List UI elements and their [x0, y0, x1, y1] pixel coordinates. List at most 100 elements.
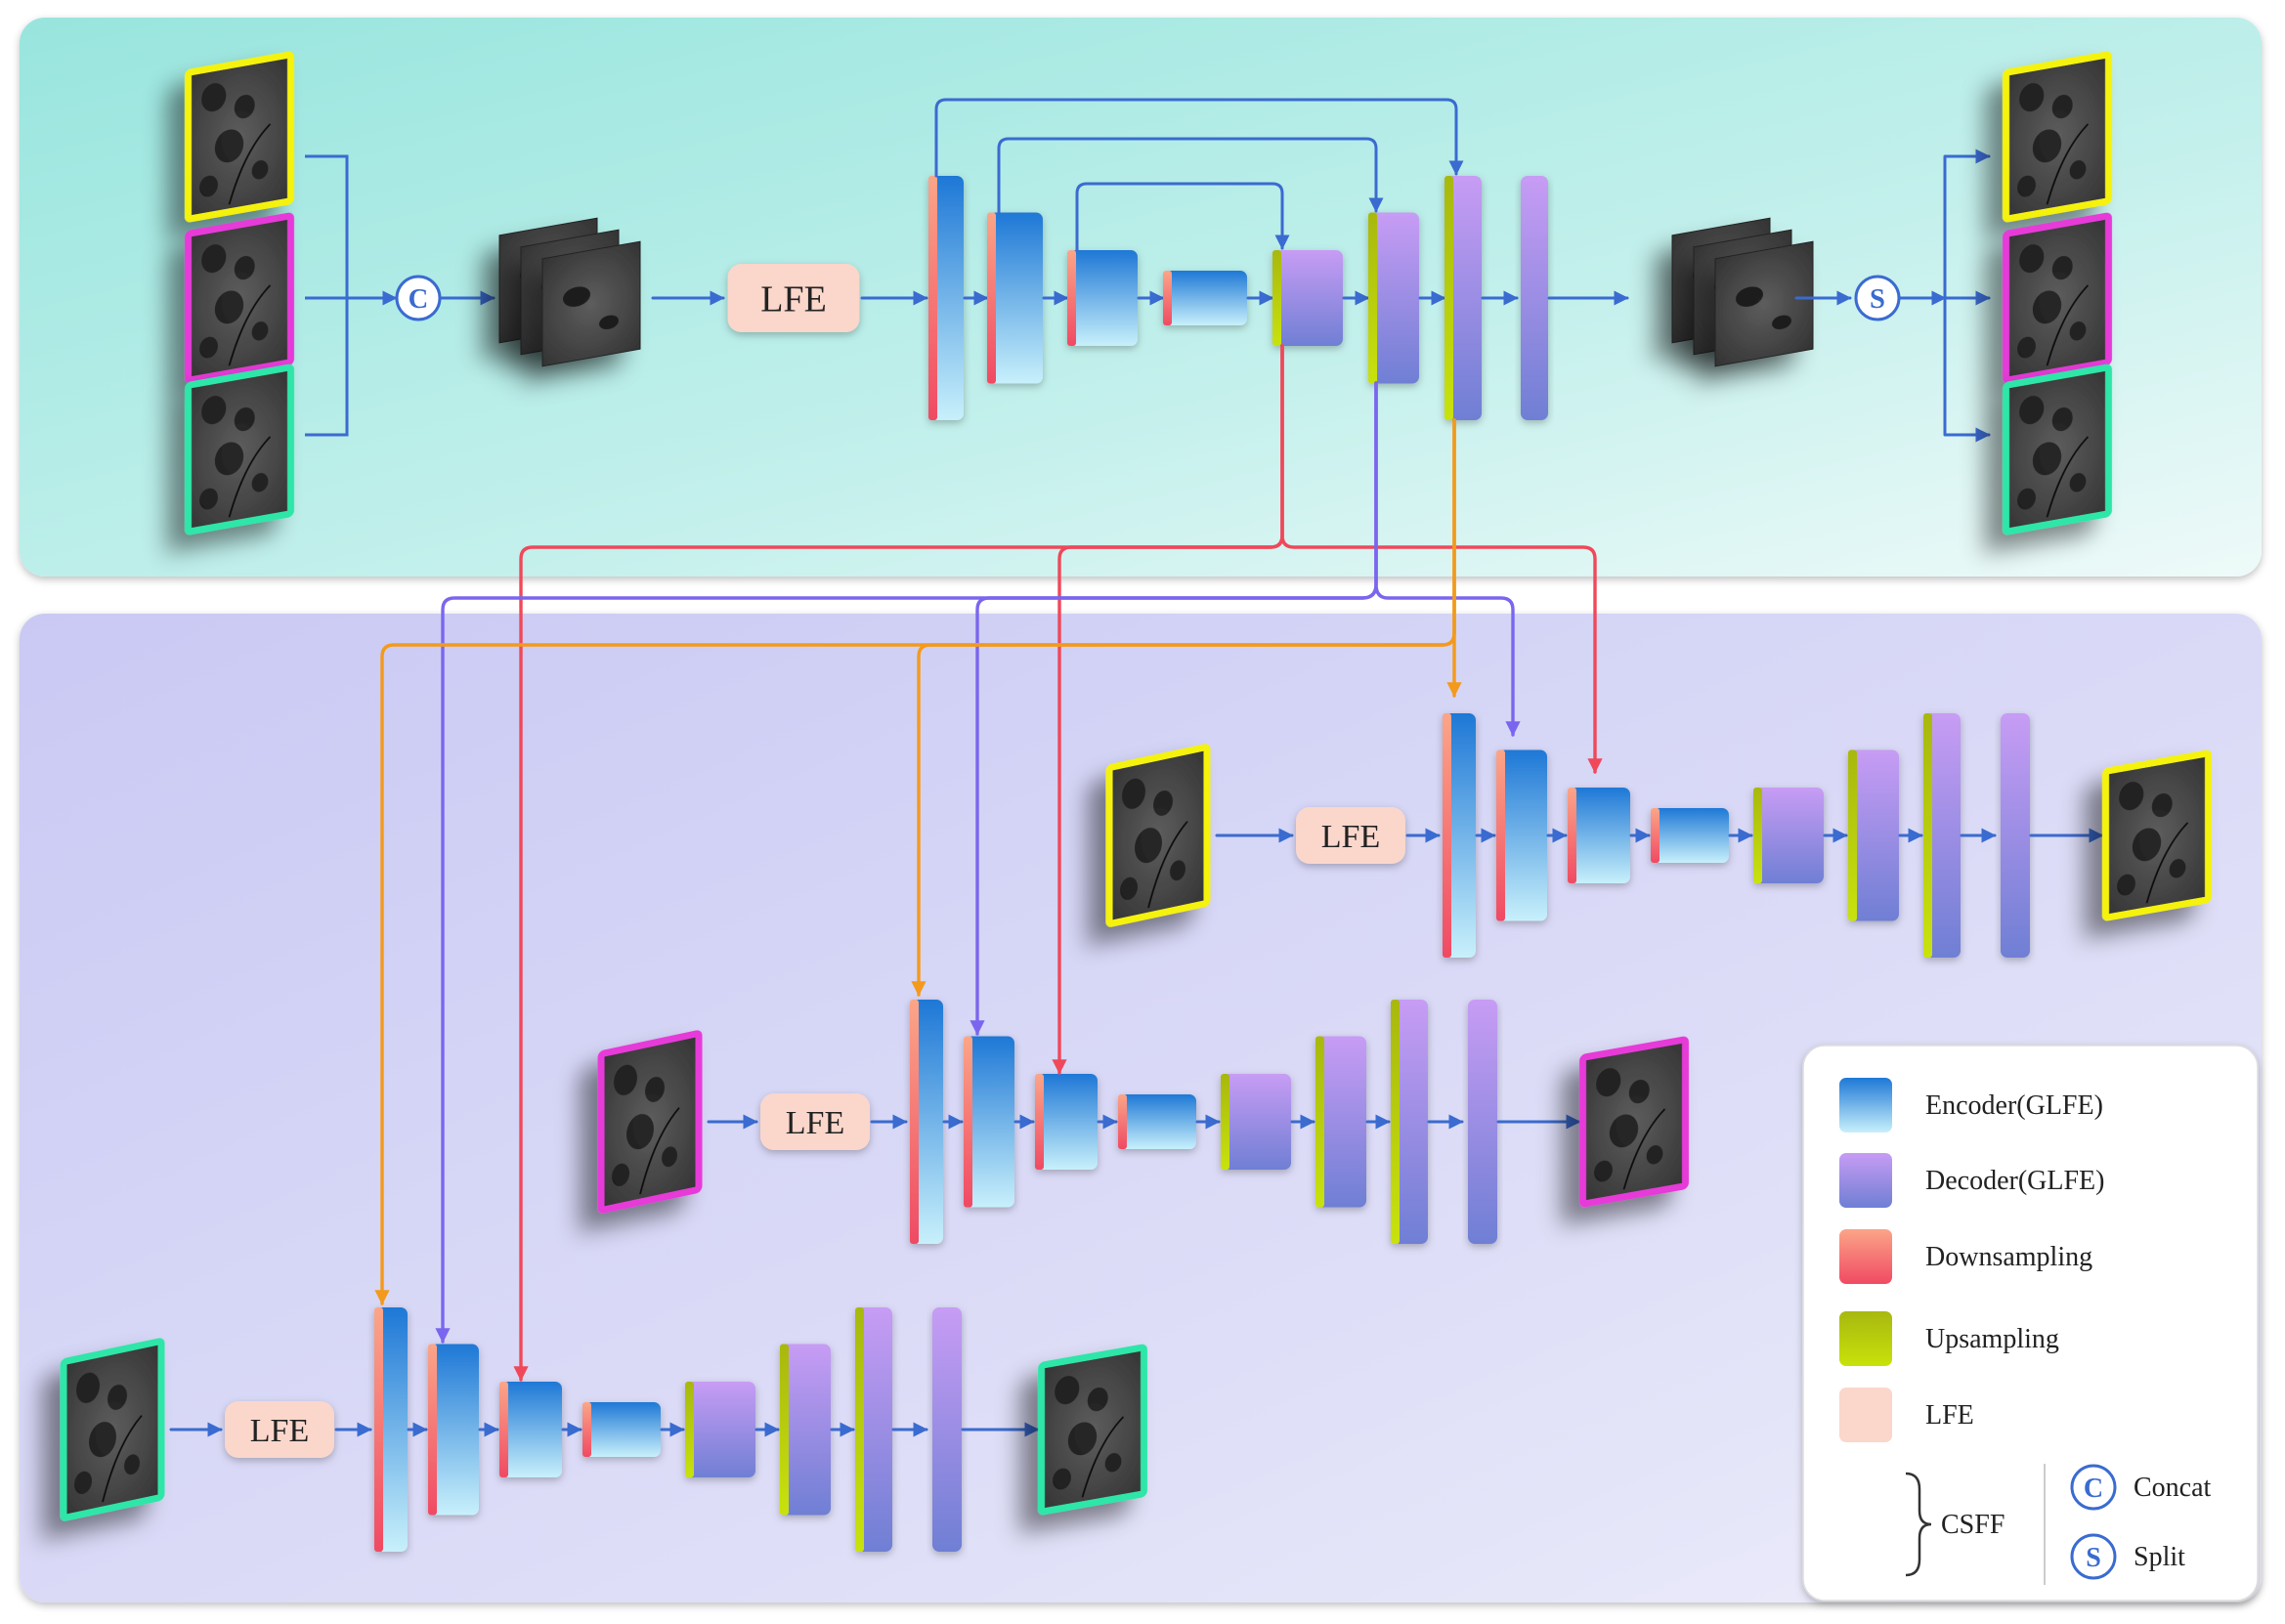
- output-image-yellow: [2003, 51, 2112, 223]
- decoder-block: [855, 1307, 892, 1552]
- image-river: [2145, 822, 2189, 904]
- skip-connection: [1075, 182, 1290, 252]
- decoder-block: [780, 1344, 831, 1516]
- lfe-block-box: [760, 1093, 870, 1150]
- decoder-block: [1848, 749, 1899, 921]
- legend-upsampling-swatch: [1839, 1311, 1892, 1366]
- image-patch: [2019, 244, 2045, 274]
- downsampling-stripe: [910, 1000, 919, 1244]
- stack-layer: [541, 240, 641, 367]
- stack-layer-patch: [1772, 315, 1791, 330]
- encoder-block: [1163, 271, 1247, 325]
- stack-layer-patch: [563, 286, 590, 307]
- input-image-magenta: [185, 212, 294, 384]
- downsampling-stripe: [1035, 1074, 1044, 1170]
- encoder-body: [1165, 271, 1247, 325]
- downsampling-stripe: [1443, 713, 1451, 958]
- stack-layer-image: [1714, 240, 1814, 367]
- legend-encoder-swatch: [1839, 1078, 1892, 1133]
- skip-connection: [934, 98, 1464, 178]
- decoder-body: [2001, 713, 2030, 958]
- downsampling-stripe: [374, 1307, 383, 1552]
- stack-layer-patch: [1736, 286, 1763, 307]
- encoder-body: [1069, 250, 1138, 346]
- csff-orange-to-green: [374, 418, 1456, 1305]
- image-patch: [2019, 396, 2045, 425]
- image-river: [1081, 1416, 1125, 1498]
- upsampling-stripe: [855, 1307, 864, 1552]
- image-patch: [214, 290, 244, 324]
- downsampling-stripe: [928, 176, 937, 420]
- upsampling-stripe: [1923, 713, 1932, 958]
- stack-layer-image: [541, 240, 641, 367]
- image-patch: [234, 406, 255, 432]
- image-patch: [2051, 94, 2073, 119]
- branch-output-magenta: [1579, 1036, 1689, 1208]
- image-patch: [1055, 1376, 1080, 1405]
- legend-lfe-swatch: [1839, 1388, 1892, 1442]
- image-patch: [199, 175, 218, 197]
- stack-layer: [1714, 240, 1814, 367]
- image-patch: [2169, 859, 2186, 878]
- image-patch: [74, 1471, 92, 1495]
- legend-csff-label: CSFF: [1941, 1510, 2005, 1540]
- upsampling-stripe: [1444, 176, 1453, 420]
- image-patch: [1628, 1079, 1650, 1104]
- downsampling-stripe: [987, 212, 996, 384]
- decoder-body: [1393, 1000, 1428, 1244]
- image-patch: [214, 129, 244, 163]
- decoder-body: [1274, 250, 1343, 346]
- image-patch: [234, 94, 255, 119]
- image-river: [1147, 821, 1188, 909]
- decoder-body: [857, 1307, 892, 1552]
- encoder-body: [1444, 713, 1476, 958]
- image-patch: [612, 1163, 629, 1187]
- upsampling-stripe: [780, 1344, 789, 1516]
- legend-decoder-swatch: [1839, 1153, 1892, 1208]
- upsampling-stripe: [1272, 250, 1281, 346]
- lfe-block-box: [727, 264, 860, 332]
- concat-bracket: [305, 154, 349, 437]
- branch-input-green: [60, 1338, 165, 1521]
- lfe-block-box: [225, 1401, 334, 1458]
- encoder-body: [376, 1307, 408, 1552]
- downsampling-stripe: [1163, 271, 1172, 325]
- encoder-body: [1570, 788, 1630, 883]
- image-patch: [2017, 175, 2036, 197]
- image-patch: [645, 1076, 665, 1102]
- encoder-block: [1067, 250, 1138, 346]
- legend-downsampling-label: Downsampling: [1925, 1242, 2092, 1272]
- encoder-block: [499, 1382, 562, 1477]
- image-patch: [1104, 1453, 1122, 1473]
- image-river: [228, 436, 272, 518]
- legend: Encoder(GLFE)Decoder(GLFE)DownsamplingUp…: [1802, 1045, 2259, 1602]
- encoder-body: [1653, 808, 1729, 863]
- downsampling-stripe: [1496, 749, 1505, 921]
- lfe-block-box: [1296, 807, 1405, 864]
- image-patch: [108, 1384, 127, 1410]
- decoder-block: [1315, 1036, 1366, 1208]
- downsampling-stripe: [1118, 1094, 1127, 1149]
- lfe-label: LFE: [760, 278, 827, 320]
- image-patch: [2069, 473, 2087, 492]
- image-patch: [1153, 790, 1173, 816]
- image-river: [2046, 436, 2090, 518]
- legend-split-letter: S: [2086, 1543, 2101, 1573]
- legend-concat-ring: [2070, 1464, 2117, 1511]
- input-image-green: [185, 363, 294, 535]
- upsampling-stripe: [685, 1382, 694, 1477]
- decoder-block: [1221, 1074, 1291, 1170]
- legend-split-ring: [2070, 1533, 2117, 1580]
- image-patch: [2019, 83, 2045, 112]
- branch-output-yellow: [2102, 749, 2212, 921]
- image-patch: [1135, 827, 1162, 864]
- image-patch: [662, 1146, 677, 1168]
- legend-decoder-label: Decoder(GLFE): [1925, 1166, 2104, 1196]
- image-patch: [2151, 792, 2173, 818]
- image-patch: [1646, 1145, 1663, 1165]
- decoder-block: [2001, 713, 2030, 958]
- image-patch: [2017, 336, 2036, 359]
- decoder-block: [1444, 176, 1482, 420]
- image-patch: [1120, 876, 1138, 901]
- legend-csff-brace: [1905, 1472, 1932, 1577]
